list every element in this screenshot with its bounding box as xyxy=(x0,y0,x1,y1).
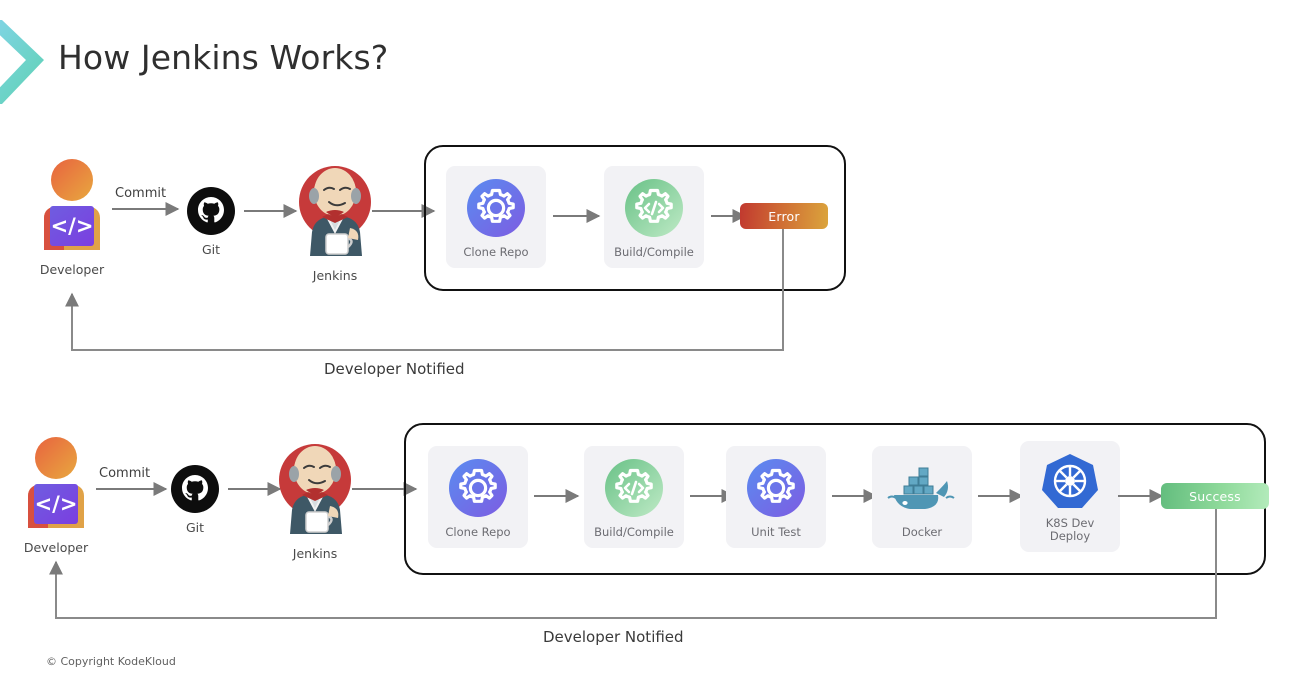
jenkins-label: Jenkins xyxy=(292,546,338,561)
status-badge-success[interactable]: Success xyxy=(1161,483,1269,509)
developer-label: Developer xyxy=(39,262,105,277)
svg-text:</>: </> xyxy=(51,214,94,238)
stage-label: Build/Compile xyxy=(594,525,674,539)
status-badge-label: Success xyxy=(1189,488,1241,504)
failure-pipeline-box xyxy=(424,145,846,291)
docker-whale-icon xyxy=(880,457,964,519)
stage-label: K8S Dev Deploy xyxy=(1045,516,1095,543)
kubernetes-helm-icon xyxy=(1028,452,1112,510)
gear-blue-icon xyxy=(454,177,538,239)
github-octocat-icon xyxy=(170,464,220,514)
success-feedback-label: Developer Notified xyxy=(543,628,684,646)
jenkins-butler-icon xyxy=(276,438,354,534)
git-label: Git xyxy=(185,520,205,535)
commit-arrow xyxy=(96,482,168,496)
gear-blue-icon xyxy=(436,457,520,519)
jenkins-butler-icon xyxy=(296,160,374,256)
gear-green-code-icon xyxy=(612,177,696,239)
stage-arrow-2 xyxy=(711,209,747,223)
stage-label: Build/Compile xyxy=(614,245,694,259)
status-badge-label: Error xyxy=(768,208,800,224)
developer-label: Developer xyxy=(23,540,89,555)
success-feedback-loop xyxy=(49,509,1217,619)
stage-label: Unit Test xyxy=(751,525,801,539)
commit-label: Commit xyxy=(115,186,167,201)
failure-feedback-label: Developer Notified xyxy=(324,360,465,378)
status-badge-error[interactable]: Error xyxy=(740,203,828,229)
copyright-text: © Copyright KodeKloud xyxy=(46,655,176,668)
failure-feedback-loop xyxy=(65,229,784,351)
jenkins-label: Jenkins xyxy=(312,268,358,283)
gear-blue-icon xyxy=(734,457,818,519)
developer-avatar-icon: </> xyxy=(18,436,94,528)
stage-unit-test[interactable]: Unit Test xyxy=(726,446,826,548)
git-to-jenkins-arrow xyxy=(244,204,298,218)
stage-build-compile[interactable]: Build/Compile xyxy=(604,166,704,268)
gear-green-code-icon xyxy=(592,457,676,519)
stage-arrow-4 xyxy=(978,489,1024,503)
stage-build-compile[interactable]: Build/Compile xyxy=(584,446,684,548)
developer-avatar-icon: </> xyxy=(34,158,110,250)
stage-k8s-dev-deploy[interactable]: K8S Dev Deploy xyxy=(1020,441,1120,552)
jenkins-to-pipeline-arrow xyxy=(372,204,436,218)
github-octocat-icon xyxy=(186,186,236,236)
svg-text:</>: </> xyxy=(35,492,78,516)
commit-label: Commit xyxy=(99,466,151,481)
stage-clone-repo[interactable]: Clone Repo xyxy=(428,446,528,548)
stage-arrow-3 xyxy=(832,489,878,503)
stage-arrow-1 xyxy=(553,209,601,223)
page-title: How Jenkins Works? xyxy=(58,38,389,77)
git-to-jenkins-arrow xyxy=(228,482,282,496)
stage-arrow-1 xyxy=(534,489,580,503)
stage-label: Docker xyxy=(901,525,943,539)
stage-label: Clone Repo xyxy=(445,525,511,539)
stage-clone-repo[interactable]: Clone Repo xyxy=(446,166,546,268)
commit-arrow xyxy=(112,202,180,216)
git-label: Git xyxy=(201,242,221,257)
stage-docker[interactable]: Docker xyxy=(872,446,972,548)
stage-label: Clone Repo xyxy=(463,245,529,259)
kodekloud-chevron-icon xyxy=(0,20,44,104)
stage-arrow-5 xyxy=(1118,489,1164,503)
